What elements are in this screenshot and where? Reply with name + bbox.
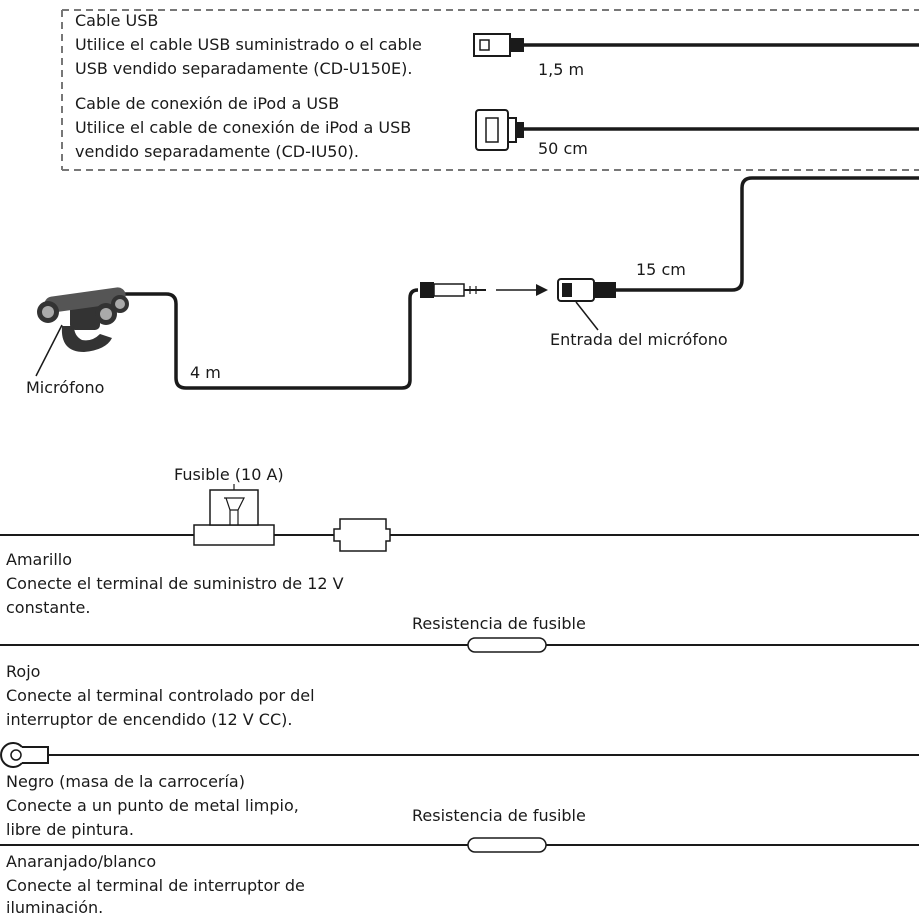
ipod-connector-icon <box>475 109 524 151</box>
wire-orange-white-color: Anaranjado/blanco <box>6 852 157 871</box>
wire-red-desc-1: Conecte al terminal controlado por del <box>6 686 315 705</box>
mini-plug-icon <box>420 282 486 298</box>
fuse-resistor-icon <box>467 637 547 653</box>
wire-red-color: Rojo <box>6 662 41 681</box>
mic-cable-length: 4 m <box>190 363 221 382</box>
wire-yellow-desc-1: Conecte el terminal de suministro de 12 … <box>6 574 344 593</box>
usb-cable-length: 1,5 m <box>538 60 585 79</box>
mic-pointer-line <box>35 324 63 377</box>
mic-input-pointer-line <box>575 301 599 331</box>
mic-label: Micrófono <box>26 378 105 397</box>
usb-cable-desc-2: USB vendido separadamente (CD-U150E). <box>75 59 413 78</box>
wire-orange-white-desc-2: iluminación. <box>6 898 104 917</box>
usb-cable-title: Cable USB <box>75 11 159 30</box>
fuse-label: Fusible (10 A) <box>174 465 284 484</box>
fuse-resistor-icon <box>467 837 547 853</box>
mic-input-length: 15 cm <box>636 260 686 279</box>
mic-input-jack-icon <box>557 278 616 302</box>
wire-red-desc-2: interruptor de encendido (12 V CC). <box>6 710 293 729</box>
optional-cables-dashed-box <box>61 9 919 171</box>
ipod-cable-desc-1: Utilice el cable de conexión de iPod a U… <box>75 118 412 137</box>
usb-cable-desc-1: Utilice el cable USB suministrado o el c… <box>75 35 422 54</box>
arrow-right-icon <box>496 284 548 296</box>
fuse-icon <box>193 489 275 546</box>
wire-yellow-color: Amarillo <box>6 550 73 569</box>
noise-filter-icon <box>333 518 391 552</box>
ipod-cable-title: Cable de conexión de iPod a USB <box>75 94 340 113</box>
fuse-resistor-label: Resistencia de fusible <box>412 614 586 633</box>
wire-black-desc-2: libre de pintura. <box>6 820 134 839</box>
mic-input-label: Entrada del micrófono <box>550 330 728 349</box>
mic-input-cable-line <box>616 176 919 292</box>
ipod-cable-desc-2: vendido separadamente (CD-IU50). <box>75 142 359 161</box>
wire-orange-white-desc-1: Conecte al terminal de interruptor de <box>6 876 305 895</box>
wire-black-color: Negro (masa de la carrocería) <box>6 772 245 791</box>
ipod-cable-length: 50 cm <box>538 139 588 158</box>
usb-connector-icon <box>473 33 524 57</box>
mic-cable-line <box>120 288 419 390</box>
fuse-resistor-label: Resistencia de fusible <box>412 806 586 825</box>
wire-black-desc-1: Conecte a un punto de metal limpio, <box>6 796 299 815</box>
ring-terminal-icon <box>0 742 49 768</box>
microphone-icon <box>37 287 129 352</box>
wire-yellow-desc-2: constante. <box>6 598 91 617</box>
